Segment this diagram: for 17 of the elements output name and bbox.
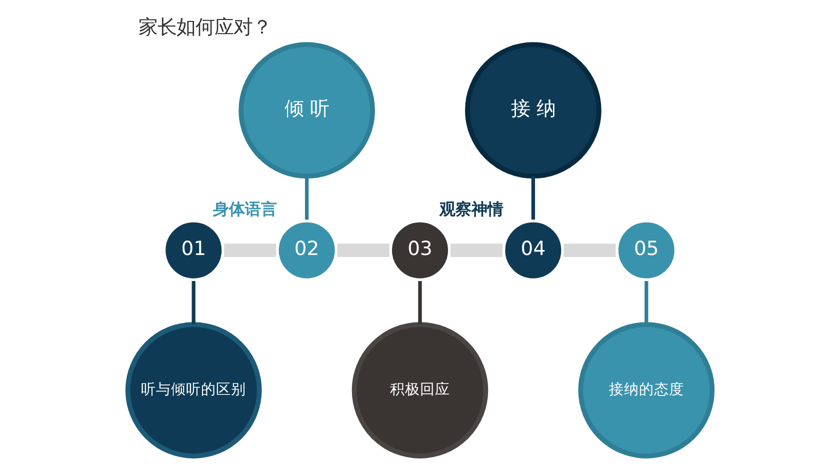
connector	[531, 176, 536, 220]
node-circle: 听与倾听的区别	[125, 322, 262, 458]
diagram-title: 家长如何应对？	[138, 15, 272, 38]
connector	[418, 281, 422, 324]
connector	[644, 281, 648, 324]
node-circle: 积极回应	[352, 322, 488, 458]
node-circle: 倾 听	[238, 42, 375, 178]
connector	[192, 281, 196, 324]
node-label: 身体语言	[213, 199, 278, 218]
node-circle: 接纳的态度	[578, 322, 715, 458]
connector	[224, 244, 276, 258]
connector	[450, 244, 503, 258]
node-label: 观察神情	[439, 199, 504, 218]
node-circle: 接 纳	[465, 42, 602, 178]
connector	[564, 244, 616, 258]
connector	[337, 244, 390, 258]
connector	[304, 176, 309, 220]
